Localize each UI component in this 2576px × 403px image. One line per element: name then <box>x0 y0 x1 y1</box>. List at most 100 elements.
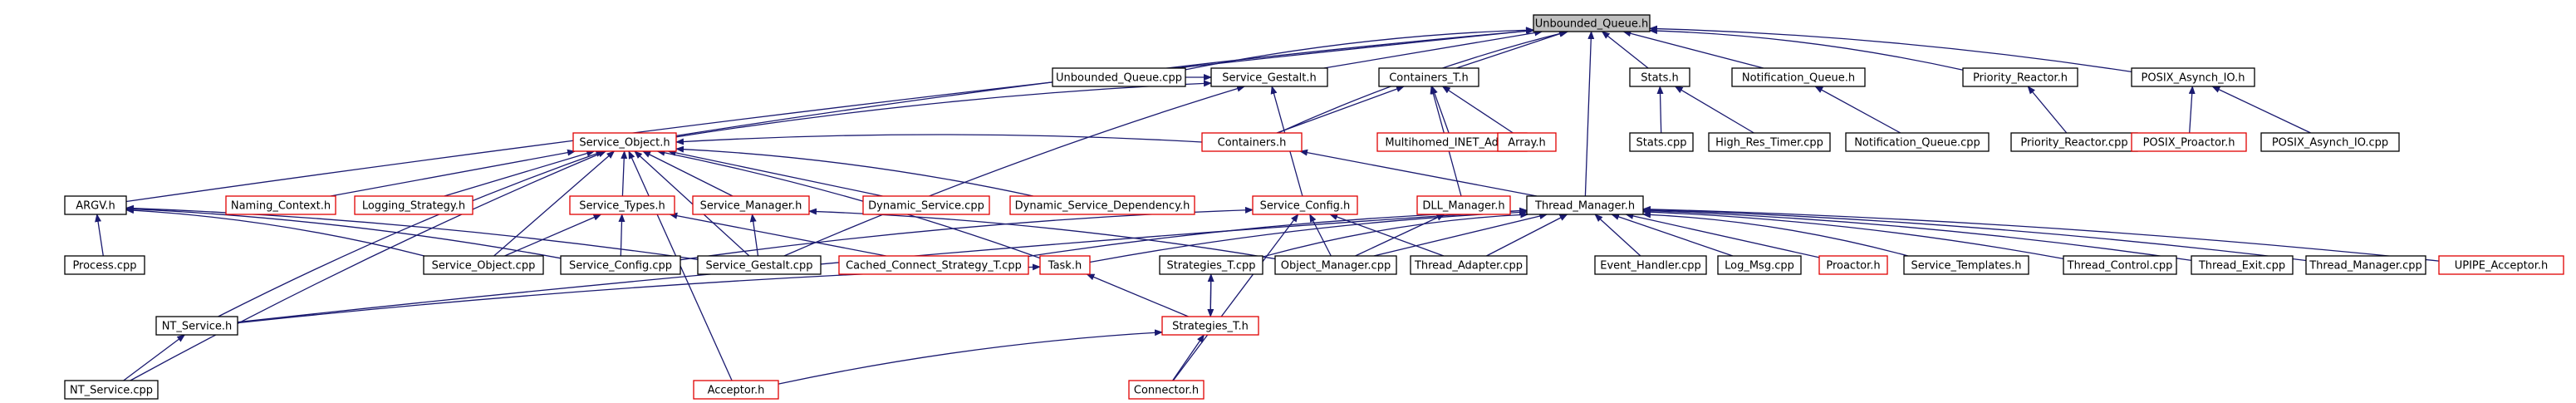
node-box <box>64 195 127 215</box>
node-pa-h[interactable]: POSIX_Asynch_IO.h <box>2131 67 2255 87</box>
node-box <box>64 255 145 275</box>
node-stm-h[interactable]: Service_Templates.h <box>1903 255 2029 275</box>
node-eh-cpp[interactable]: Event_Handler.cpp <box>1594 255 1707 275</box>
edge-so_cpp-to-so_h <box>493 150 616 257</box>
node-box <box>1903 255 2029 275</box>
node-label: Unbounded_Queue.cpp <box>1056 72 1182 85</box>
node-containers-h[interactable]: Containers.h <box>1201 132 1303 152</box>
node-stats-h[interactable]: Stats.h <box>1629 67 1690 87</box>
node-label: Dynamic_Service_Dependency.h <box>1015 200 1190 213</box>
node-proc-cpp[interactable]: Process.cpp <box>64 255 145 275</box>
node-strat-cpp[interactable]: Strategies_T.cpp <box>1159 255 1263 275</box>
node-nc-h[interactable]: Naming_Context.h <box>225 195 336 215</box>
node-tm-h[interactable]: Thread_Manager.h <box>1526 195 1644 215</box>
edge-conn_h-to-sc_h <box>1172 214 1299 381</box>
edge-pa_cpp-to-pa_h <box>2211 86 2311 134</box>
node-task-h[interactable]: Task.h <box>1039 255 1091 275</box>
node-label: Service_Config.cpp <box>569 260 672 273</box>
node-box <box>2131 132 2247 152</box>
node-nq-cpp[interactable]: Notification_Queue.cpp <box>1845 132 1990 152</box>
node-label: Logging_Strategy.h <box>362 200 465 213</box>
node-label: POSIX_Proactor.h <box>2143 137 2235 150</box>
node-so-cpp[interactable]: Service_Object.cpp <box>423 255 544 275</box>
node-box <box>1845 132 1990 152</box>
node-sc-cpp[interactable]: Service_Config.cpp <box>560 255 681 275</box>
node-nts-cpp[interactable]: NT_Service.cpp <box>64 380 159 400</box>
node-pr-cpp[interactable]: Priority_Reactor.cpp <box>2010 132 2138 152</box>
node-label: Object_Manager.cpp <box>1281 260 1391 273</box>
edge-strat_cpp-to-tm_h <box>1262 211 1529 258</box>
node-mia-h[interactable]: Multihomed_INET_Addr.h <box>1376 132 1528 152</box>
node-lm-cpp[interactable]: Log_Msg.cpp <box>1717 255 1802 275</box>
node-label: Thread_Manager.h <box>1534 200 1635 213</box>
edge-pr_h-to-root <box>1649 27 1964 71</box>
node-sg-cpp[interactable]: Service_Gestalt.cpp <box>697 255 822 275</box>
node-box <box>1274 255 1397 275</box>
node-acc-h[interactable]: Acceptor.h <box>693 380 779 400</box>
edge-stm_h-to-tm_h <box>1642 211 1909 257</box>
node-proactor-h[interactable]: Proactor.h <box>1818 255 1888 275</box>
node-ds-cpp[interactable]: Dynamic_Service.cpp <box>862 195 990 215</box>
node-label: Task.h <box>1048 260 1082 273</box>
node-label: Stats.h <box>1641 72 1679 85</box>
node-label: Unbounded_Queue.h <box>1535 18 1649 31</box>
node-pa-cpp[interactable]: POSIX_Asynch_IO.cpp <box>2260 132 2400 152</box>
node-box <box>1201 132 1303 152</box>
node-cont-h[interactable]: Containers_T.h <box>1378 67 1479 87</box>
node-strat-h[interactable]: Strategies_T.h <box>1161 316 1259 336</box>
node-uq-cpp[interactable]: Unbounded_Queue.cpp <box>1052 67 1186 87</box>
node-label: NT_Service.h <box>162 321 233 333</box>
node-array-h[interactable]: Array.h <box>1497 132 1557 152</box>
edge-ds_cpp-to-so_h <box>667 149 883 197</box>
node-sc-h[interactable]: Service_Config.h <box>1252 195 1358 215</box>
node-hrt-cpp[interactable]: High_Res_Timer.cpp <box>1708 132 1831 152</box>
node-nq-h[interactable]: Notification_Queue.h <box>1731 67 1866 87</box>
node-pr-h[interactable]: Priority_Reactor.h <box>1962 67 2078 87</box>
edge-sc_cpp-to-sc_h <box>680 206 1254 261</box>
node-nts-h[interactable]: NT_Service.h <box>155 316 238 336</box>
edge-ta_cpp-to-tm_h <box>1486 214 1568 257</box>
node-om-cpp[interactable]: Object_Manager.cpp <box>1274 255 1397 275</box>
node-tm-cpp[interactable]: Thread_Manager.cpp <box>2305 255 2426 275</box>
node-label: Cached_Connect_Strategy_T.cpp <box>846 260 1022 273</box>
node-argv-h[interactable]: ARGV.h <box>64 195 127 215</box>
node-root[interactable]: Unbounded_Queue.h <box>1533 14 1651 32</box>
node-dll-h[interactable]: DLL_Manager.h <box>1416 195 1511 215</box>
node-tc-cpp[interactable]: Thread_Control.cpp <box>2063 255 2177 275</box>
node-box <box>1818 255 1888 275</box>
node-box <box>1210 67 1328 87</box>
node-so-h[interactable]: Service_Object.h <box>572 132 677 152</box>
node-conn-h[interactable]: Connector.h <box>1128 380 1205 400</box>
node-label: Stats.cpp <box>1636 137 1687 150</box>
node-ls-h[interactable]: Logging_Strategy.h <box>354 195 473 215</box>
edge-nts_cpp-to-so_h <box>130 150 607 381</box>
node-ta-cpp[interactable]: Thread_Adapter.cpp <box>1410 255 1528 275</box>
node-box <box>64 380 159 400</box>
node-stats-cpp[interactable]: Stats.cpp <box>1629 132 1694 152</box>
node-box <box>1708 132 1831 152</box>
node-label: Containers.h <box>1218 137 1287 150</box>
node-te-cpp[interactable]: Thread_Exit.cpp <box>2191 255 2294 275</box>
node-box <box>862 195 990 215</box>
node-label: Service_Object.cpp <box>432 260 536 273</box>
node-dsd-h[interactable]: Dynamic_Service_Dependency.h <box>1009 195 1195 215</box>
node-st-h[interactable]: Service_Types.h <box>569 195 675 215</box>
edge-tm_cpp-to-tm_h <box>1642 206 2307 262</box>
edge-argv_h-to-root <box>125 27 1534 203</box>
node-box <box>1416 195 1511 215</box>
edge-containers_h-to-so_h <box>675 134 1203 145</box>
edge-sg_cpp-to-sm_h <box>749 214 759 257</box>
node-label: Thread_Adapter.cpp <box>1414 260 1523 273</box>
node-sm-h[interactable]: Service_Manager.h <box>692 195 810 215</box>
node-box <box>569 195 675 215</box>
node-ccs-cpp[interactable]: Cached_Connect_Strategy_T.cpp <box>838 255 1029 275</box>
edge-te_cpp-to-tm_h <box>1642 207 2192 262</box>
edge-task_h-to-tm_h <box>1089 209 1528 263</box>
node-pp-h[interactable]: POSIX_Proactor.h <box>2131 132 2247 152</box>
node-upipe-h[interactable]: UPIPE_Acceptor.h <box>2438 255 2564 275</box>
node-box <box>560 255 681 275</box>
edge-sg_cpp-to-so_h <box>634 150 750 257</box>
node-sg-h[interactable]: Service_Gestalt.h <box>1210 67 1328 87</box>
node-label: Naming_Context.h <box>231 200 331 213</box>
edge-om_cpp-to-sm_h <box>808 208 1276 260</box>
